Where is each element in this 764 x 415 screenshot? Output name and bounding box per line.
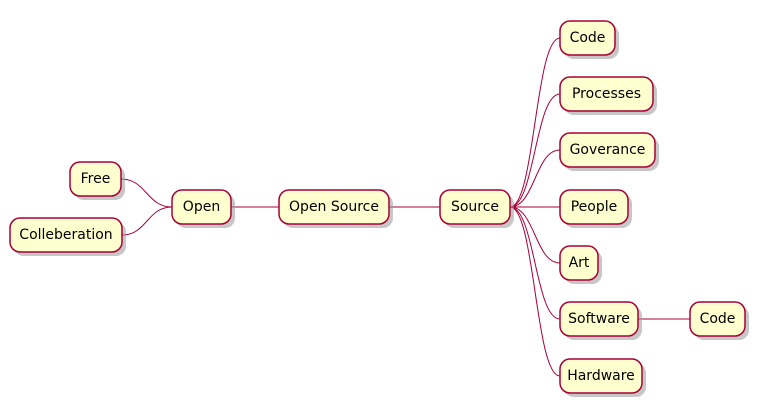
- node-goverance-label: Goverance: [570, 142, 646, 158]
- node-software-box: [559, 301, 639, 337]
- node-free: Free: [69, 161, 125, 200]
- node-processes-label: Processes: [572, 86, 641, 102]
- edge-source-to-goverance: [509, 149, 561, 208]
- node-people-box: [559, 189, 629, 225]
- node-source: Source: [439, 189, 514, 228]
- node-open-box: [171, 189, 232, 225]
- edge-open-to-free: [120, 178, 173, 208]
- node-source-box: [439, 189, 511, 225]
- node-software-code-label: Code: [700, 311, 736, 327]
- node-colleberation-label: Colleberation: [19, 227, 112, 243]
- node-people: People: [559, 189, 632, 228]
- node-source-label: Source: [451, 199, 499, 215]
- node-free-box: [69, 161, 122, 197]
- edge-source-to-art: [509, 206, 561, 264]
- node-open-source-label: Open Source: [289, 199, 379, 215]
- node-software-code: Code: [689, 301, 749, 340]
- node-hardware-label: Hardware: [567, 368, 635, 384]
- node-processes: Processes: [559, 76, 657, 115]
- edge-open-to-colleberation: [121, 206, 173, 236]
- nodes-layer: Open SourceOpenFreeColleberationSourceCo…: [9, 20, 749, 397]
- node-colleberation-box: [9, 217, 123, 253]
- node-code-label: Code: [570, 30, 606, 46]
- node-goverance-box: [559, 132, 656, 168]
- edge-source-to-code: [509, 37, 561, 208]
- node-hardware: Hardware: [559, 358, 646, 397]
- node-art-label: Art: [569, 255, 590, 271]
- node-open-source: Open Source: [278, 189, 393, 228]
- node-art: Art: [559, 245, 602, 284]
- node-art-box: [559, 245, 599, 281]
- node-code: Code: [559, 20, 619, 59]
- node-open-source-box: [278, 189, 390, 225]
- node-goverance: Goverance: [559, 132, 659, 171]
- node-colleberation: Colleberation: [9, 217, 126, 256]
- edges-layer: [120, 37, 690, 377]
- node-software: Software: [559, 301, 642, 340]
- node-open-label: Open: [183, 199, 220, 215]
- edge-source-to-hardware: [509, 206, 561, 377]
- node-open: Open: [171, 189, 235, 228]
- node-hardware-box: [559, 358, 643, 394]
- node-free-label: Free: [81, 171, 111, 187]
- node-software-code-box: [689, 301, 746, 337]
- node-processes-box: [559, 76, 654, 112]
- node-people-label: People: [571, 199, 618, 215]
- node-code-box: [559, 20, 616, 56]
- edge-source-to-software: [509, 206, 561, 320]
- node-software-label: Software: [568, 311, 630, 327]
- edge-source-to-processes: [509, 93, 561, 208]
